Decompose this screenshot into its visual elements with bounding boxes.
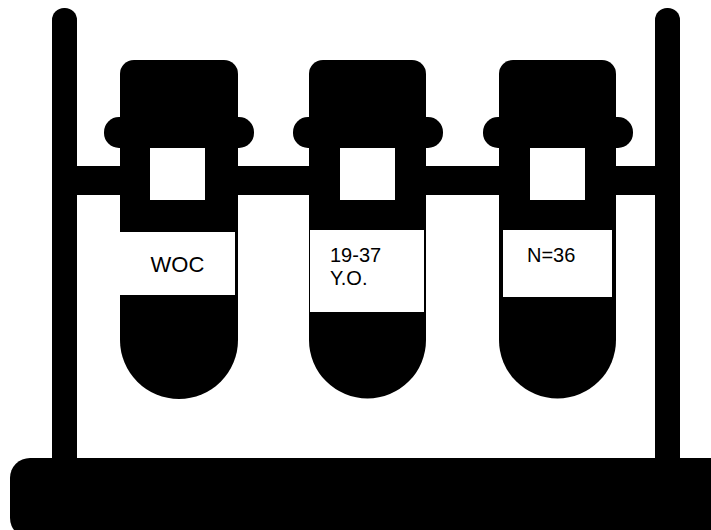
rack-post (655, 8, 680, 478)
test-tube (293, 60, 443, 399)
tube-label: N=36 (503, 230, 612, 297)
label-text: WOC (151, 252, 205, 277)
tube-label: WOC (120, 232, 235, 295)
test-tube (104, 60, 254, 399)
label-text: 19-37 Y.O. (330, 244, 402, 290)
tube-label: 19-37 Y.O. (310, 230, 424, 312)
rack-post (52, 8, 77, 478)
label-text: N=36 (527, 244, 575, 267)
rack-base (10, 458, 711, 530)
test-tube (483, 60, 633, 399)
